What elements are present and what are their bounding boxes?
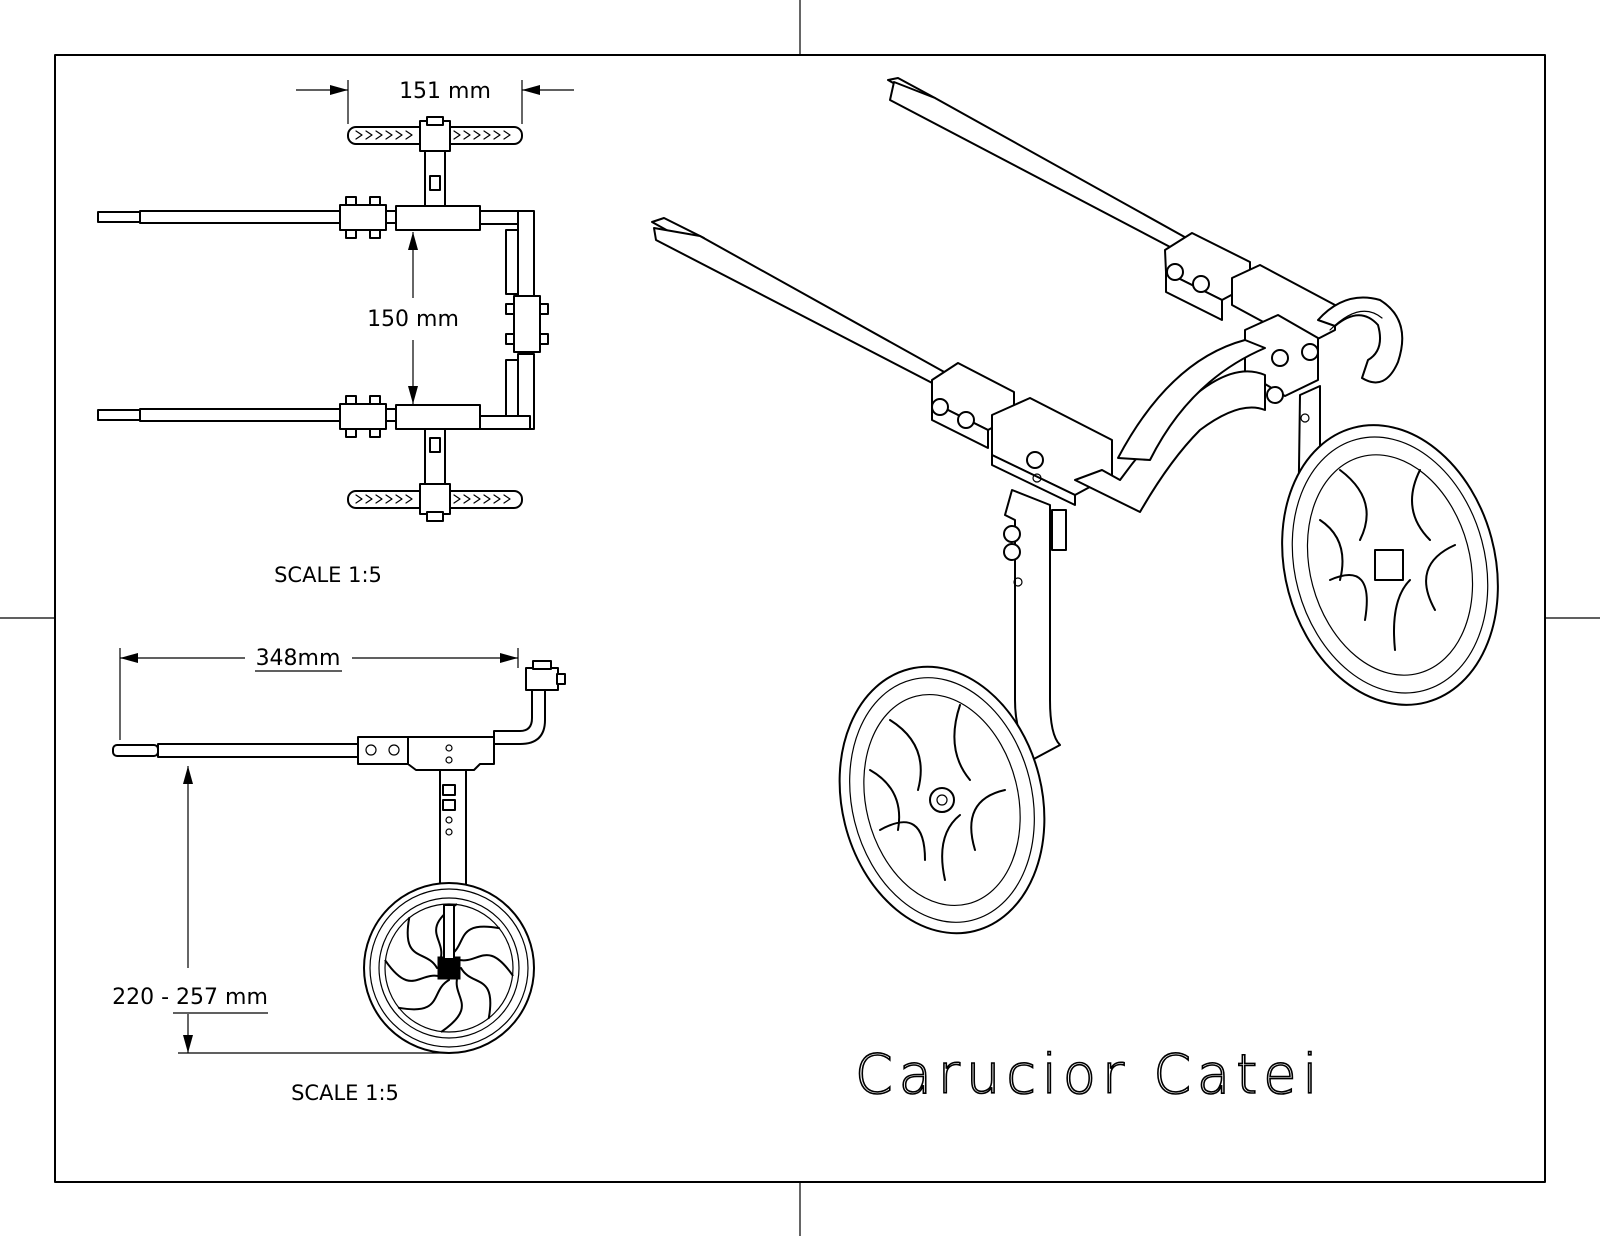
top-view: 151 mm 150 mm SCALE 1:5 <box>97 79 574 587</box>
side-view-scale-label: SCALE 1:5 <box>291 1081 399 1105</box>
dim-rail-spacing-label: 150 mm <box>367 307 459 332</box>
top-rail-upper <box>97 196 531 239</box>
dim-height-label: 220 - 257 mm <box>112 985 268 1010</box>
dim-wheel-width: 151 mm <box>296 79 574 124</box>
top-view-scale-label: SCALE 1:5 <box>274 563 382 587</box>
dim-length-label: 348mm <box>256 646 341 671</box>
side-wheel <box>363 882 535 1054</box>
top-wheel-upper <box>347 116 523 152</box>
side-view: 348mm 220 - 257 mm SCALE 1:5 <box>112 646 566 1105</box>
isometric-view <box>651 77 1499 935</box>
dim-length: 348mm <box>119 646 519 740</box>
dim-wheel-width-label: 151 mm <box>399 79 491 104</box>
iso-wheel-rear <box>1281 424 1499 706</box>
iso-wheel-front <box>838 665 1046 935</box>
dim-rail-spacing: 150 mm <box>367 232 459 404</box>
drawing-title: Carucior Catei <box>855 1043 1324 1106</box>
dim-height: 220 - 257 mm <box>112 766 449 1054</box>
side-wheel-spokes <box>384 903 514 1033</box>
top-rail-lower <box>97 395 531 438</box>
top-wheel-lower <box>347 483 523 522</box>
